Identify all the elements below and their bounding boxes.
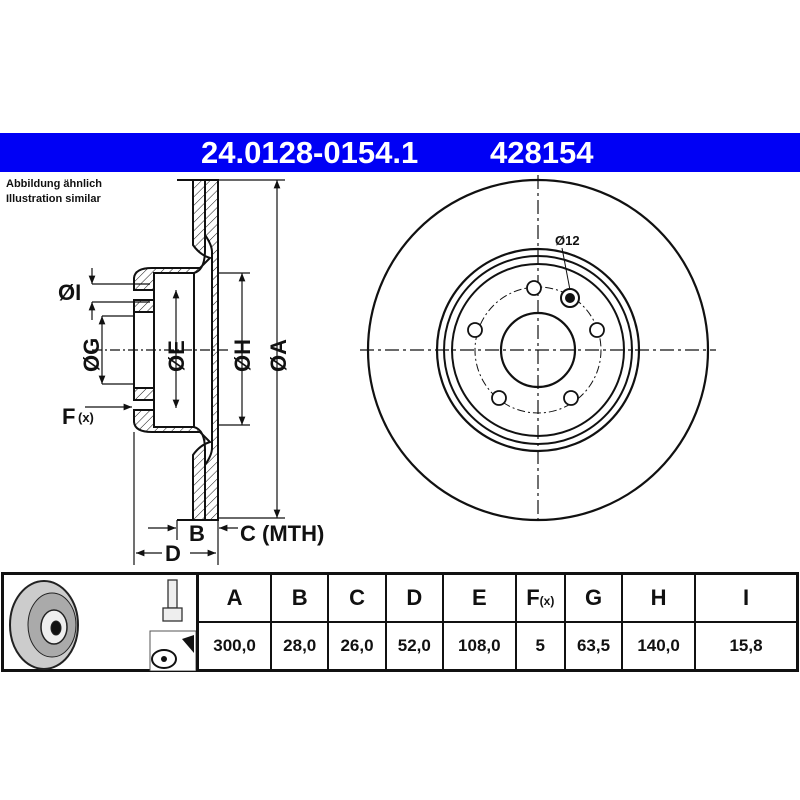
header-e: E (441, 572, 517, 623)
note-english: Illustration similar (6, 193, 101, 205)
label-c: C (MTH) (240, 521, 324, 546)
dimension-labels: ØI ØG ØE ØH ØA F (x) B C (MTH) D (58, 280, 324, 566)
header-g: G (563, 572, 624, 623)
product-icons-cell (1, 572, 199, 672)
header-i: I (694, 572, 799, 623)
cleaning-spray-icon (149, 630, 196, 671)
label-f: F (62, 404, 75, 429)
bolt-icon (162, 579, 183, 622)
value-f: 5 (514, 621, 566, 672)
label-f-sub: (x) (78, 410, 94, 425)
front-view (360, 175, 716, 525)
header-f-letter: F (526, 585, 540, 610)
header-a: A (196, 572, 273, 623)
dimension-lines (85, 179, 285, 565)
label-hole-diameter: Ø12 (555, 233, 580, 248)
value-a: 300,0 (196, 621, 273, 672)
bolt-holes (467, 280, 605, 406)
brake-disc-icon (9, 580, 79, 670)
value-d: 52,0 (384, 621, 444, 672)
header-c: C (327, 572, 387, 623)
value-h: 140,0 (621, 621, 696, 672)
value-g: 63,5 (563, 621, 624, 672)
value-c: 26,0 (327, 621, 387, 672)
value-e: 108,0 (441, 621, 517, 672)
note-german: Abbildung ähnlich (6, 178, 102, 190)
value-b: 28,0 (270, 621, 330, 672)
header-f: F(x) (514, 572, 566, 623)
label-b: B (189, 521, 205, 546)
label-i: ØI (58, 280, 81, 305)
value-i: 15,8 (694, 621, 799, 672)
article-number: 428154 (490, 135, 594, 170)
label-e: ØE (164, 340, 189, 372)
dimension-table: A B C D E F(x) G H I 300,0 28,0 26,0 52,… (1, 572, 799, 672)
technical-drawing: ØI ØG ØE ØH ØA F (x) B C (MTH) D Ø12 (58, 175, 716, 566)
label-g: ØG (79, 338, 104, 372)
label-h: ØH (230, 339, 255, 372)
section-view (133, 179, 219, 521)
header-d: D (384, 572, 444, 623)
part-number: 24.0128-0154.1 (201, 135, 419, 170)
header-h: H (621, 572, 696, 623)
header-f-sub: (x) (539, 594, 555, 608)
label-a: ØA (266, 339, 291, 372)
header-b: B (270, 572, 330, 623)
title-band: 24.0128-0154.1 428154 (0, 133, 800, 172)
illustration-note: Abbildung ähnlich Illustration similar (6, 177, 102, 207)
label-d: D (165, 541, 181, 566)
